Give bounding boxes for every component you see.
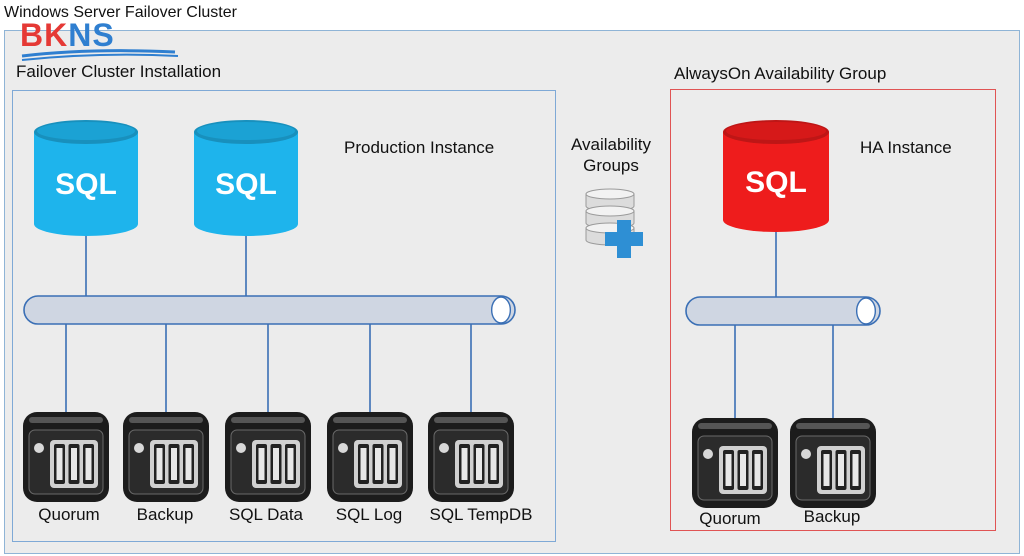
storage-label: Backup	[136, 505, 194, 524]
logo-swoosh	[21, 49, 179, 61]
storage-server-icon	[428, 412, 514, 502]
storage-label: Quorum	[699, 509, 761, 528]
storage-label: SQL Log	[335, 505, 403, 524]
database-label: SQL	[745, 166, 807, 199]
availability-groups-label: Availability Groups	[556, 134, 666, 176]
storage-server-icon	[225, 412, 311, 502]
storage-server-icon	[327, 412, 413, 502]
alwayson-group-title: AlwaysOn Availability Group	[674, 64, 887, 83]
failover-cluster-box	[12, 90, 556, 542]
storage-label: Backup	[803, 507, 861, 526]
ha-sql-database-icon: SQL	[723, 120, 829, 232]
failover-cluster-title: Failover Cluster Installation	[16, 62, 222, 81]
storage-server-icon	[23, 412, 109, 502]
production-sql-database-icon: SQL	[34, 120, 138, 236]
database-add-icon	[585, 188, 643, 258]
storage-server-icon	[692, 418, 778, 508]
production-bus	[23, 295, 516, 325]
storage-server-icon	[123, 412, 209, 502]
availability-groups-line2: Groups	[583, 156, 639, 175]
production-instance-label: Production Instance	[344, 138, 495, 157]
logo-text: BKNS	[20, 18, 115, 52]
logo-text-part1: BK	[20, 17, 69, 53]
production-sql-database-icon: SQL	[194, 120, 298, 236]
ha-bus	[685, 296, 881, 326]
page-title: Windows Server Failover Cluster	[4, 4, 237, 21]
alwayson-group-box	[670, 89, 996, 531]
availability-groups-line1: Availability	[570, 135, 651, 154]
ha-instance-label: HA Instance	[860, 138, 952, 157]
database-label: SQL	[55, 168, 117, 201]
storage-label: SQL Data	[228, 505, 304, 524]
database-label: SQL	[215, 168, 277, 201]
logo-text-part2: NS	[68, 17, 115, 53]
storage-server-icon	[790, 418, 876, 508]
storage-label: Quorum	[38, 505, 100, 524]
storage-label: SQL TempDB	[429, 505, 533, 524]
logo: BKNS	[20, 18, 180, 70]
